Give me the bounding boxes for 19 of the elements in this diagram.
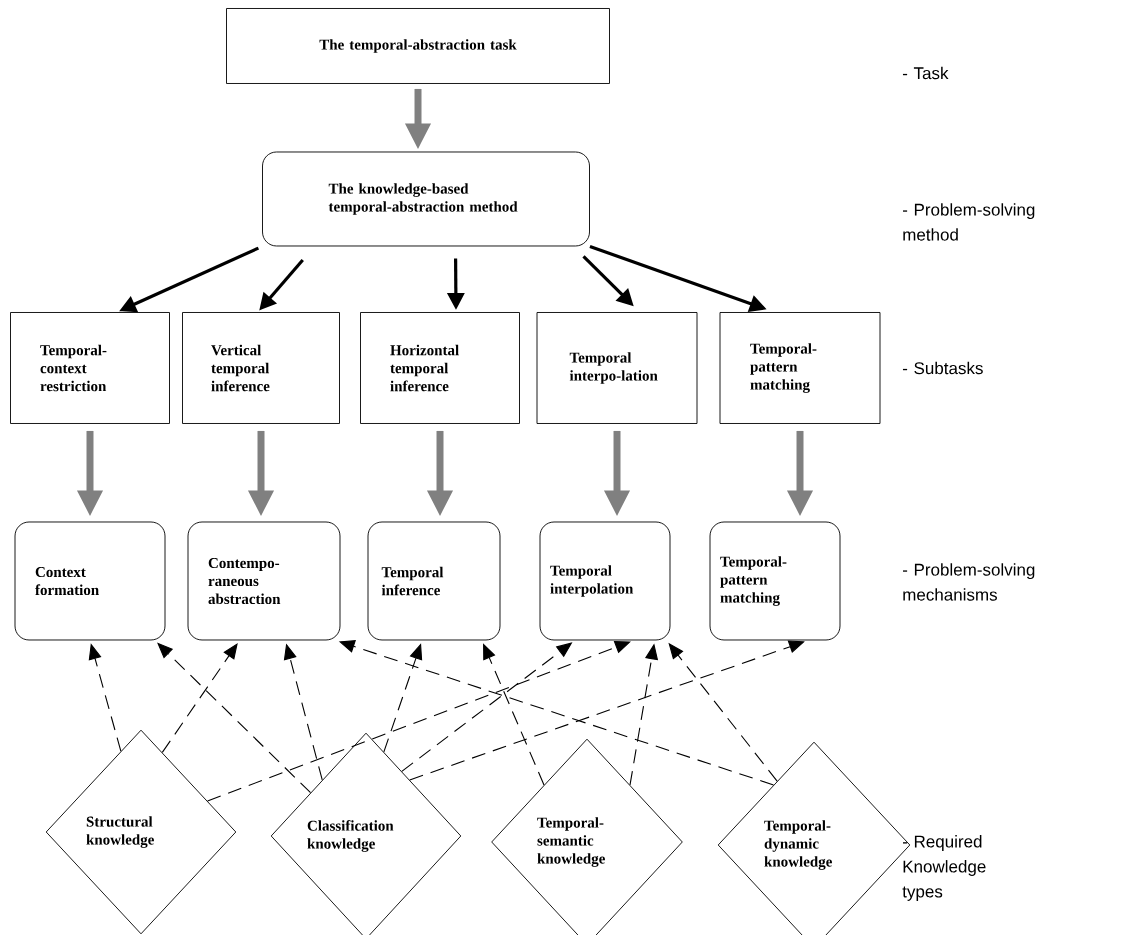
dashed-arrow — [207, 640, 631, 802]
rounded-box: Temporal-pattern matching — [709, 521, 841, 641]
process-box: Temporal interpo-lation — [536, 312, 698, 424]
process-box: Temporal-context restriction — [10, 312, 170, 424]
level-label: - Problem-solving mechanisms — [902, 563, 1035, 601]
process-box: Horizontal temporal inference — [360, 312, 520, 424]
rounded-box: Temporal interpolation — [539, 521, 671, 641]
rounded-box: The knowledge-based temporal-abstraction method — [262, 151, 590, 247]
level-label: - Problem-solving method — [902, 203, 1035, 241]
dashed-arrow — [409, 640, 805, 781]
rounded-box: Contempo-raneous abstraction — [187, 521, 341, 641]
rounded-box: Temporal inference — [367, 521, 501, 641]
process-box: Temporal-pattern matching — [719, 312, 881, 424]
level-label: - Task — [902, 66, 949, 80]
level-label: - Required Knowledge types — [902, 835, 986, 901]
level-label: - Subtasks — [902, 361, 983, 375]
process-box: The temporal-abstraction task — [226, 8, 610, 84]
process-box: Vertical temporal inference — [182, 312, 340, 424]
rounded-box: Context formation — [14, 521, 166, 641]
